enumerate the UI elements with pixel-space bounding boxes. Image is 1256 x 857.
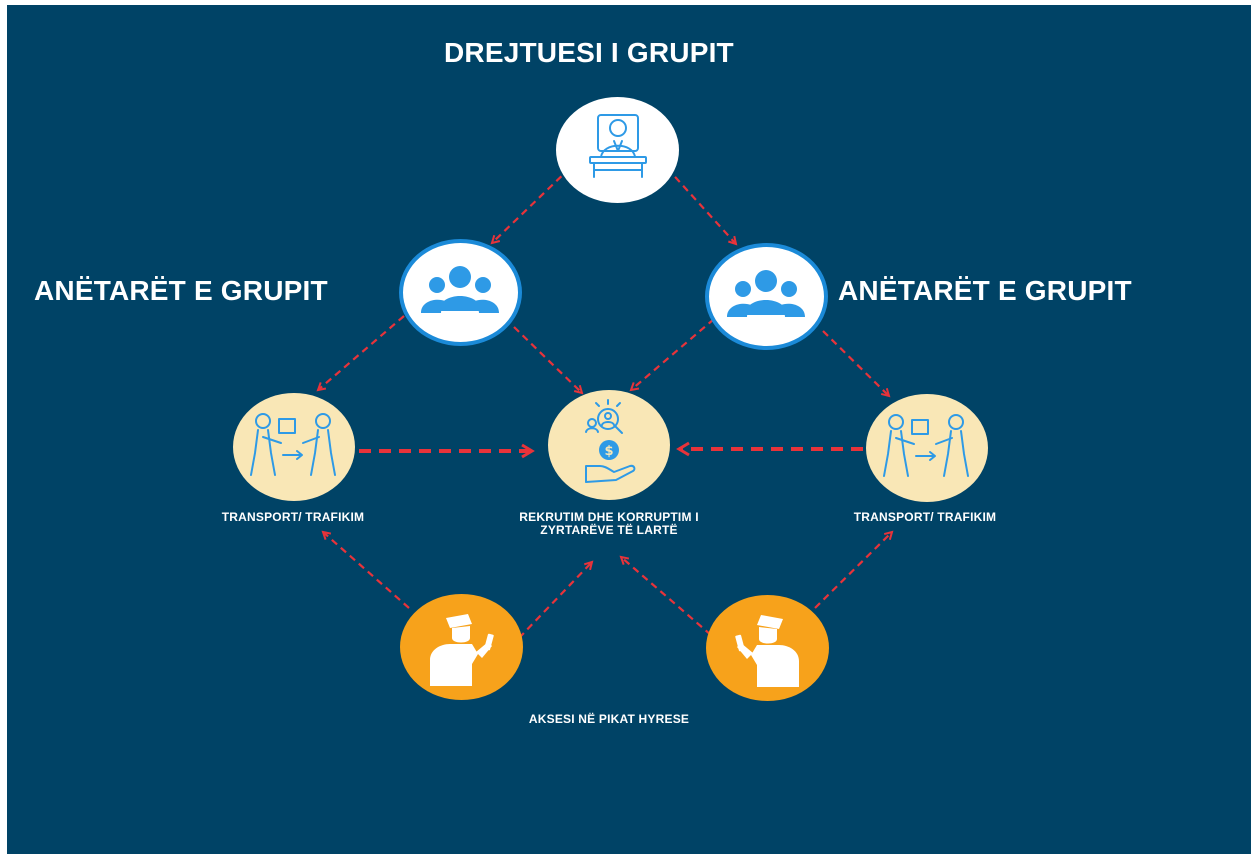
- transport-left-node: [233, 393, 355, 501]
- arrow-members-left-to-transport-left: [318, 315, 405, 390]
- recruitment-label: REKRUTIM DHE KORRUPTIM I ZYRTARËVE TË LA…: [519, 510, 699, 537]
- access-left-node: [400, 594, 523, 700]
- access-right-node: [706, 595, 829, 701]
- arrow-access-left-to-transport-left: [323, 532, 410, 609]
- arrow-access-right-to-recruitment: [621, 557, 712, 636]
- arrow-members-right-to-transport-right: [822, 330, 889, 396]
- transport-right-node: [866, 394, 988, 502]
- group-members-icon: [421, 266, 499, 313]
- members-right-title: ANËTARËT E GRUPIT: [838, 275, 1132, 306]
- officer-icon: [430, 614, 494, 686]
- handover-icon: [883, 414, 969, 477]
- leader-title: DREJTUESI I GRUPIT: [444, 37, 734, 68]
- leader-node: [556, 97, 679, 203]
- connectors: [7, 167, 1251, 639]
- svg-text:$: $: [604, 444, 613, 459]
- transport-left-label: TRANSPORT/ TRAFIKIM: [221, 510, 365, 524]
- arrow-access-left-to-recruitment: [518, 562, 592, 639]
- officer-icon: [735, 615, 799, 687]
- arrow-access-right-to-transport-right: [814, 532, 892, 609]
- recruitment-node: $: [548, 390, 670, 500]
- group-members-icon: [727, 270, 805, 317]
- members-left-title: ANËTARËT E GRUPIT: [34, 275, 328, 306]
- handover-icon: [250, 413, 336, 476]
- transport-right-label: TRANSPORT/ TRAFIKIM: [853, 510, 997, 524]
- arrow-leader-to-members-left: [492, 167, 571, 243]
- bribe-recruit-icon: $: [585, 399, 636, 483]
- leader-at-desk-icon: [589, 114, 647, 178]
- members-left-node: [399, 239, 522, 346]
- arrow-members-left-to-recruitment: [513, 326, 582, 393]
- arrow-members-right-to-recruitment: [631, 318, 715, 390]
- diagram-canvas: DREJTUESI I GRUPIT ANËTARËT E GRUPIT ANË…: [7, 5, 1251, 854]
- access-label: AKSESI NË PIKAT HYRESE: [528, 712, 690, 726]
- arrow-leader-to-members-right: [666, 167, 736, 244]
- members-right-node: [705, 243, 828, 350]
